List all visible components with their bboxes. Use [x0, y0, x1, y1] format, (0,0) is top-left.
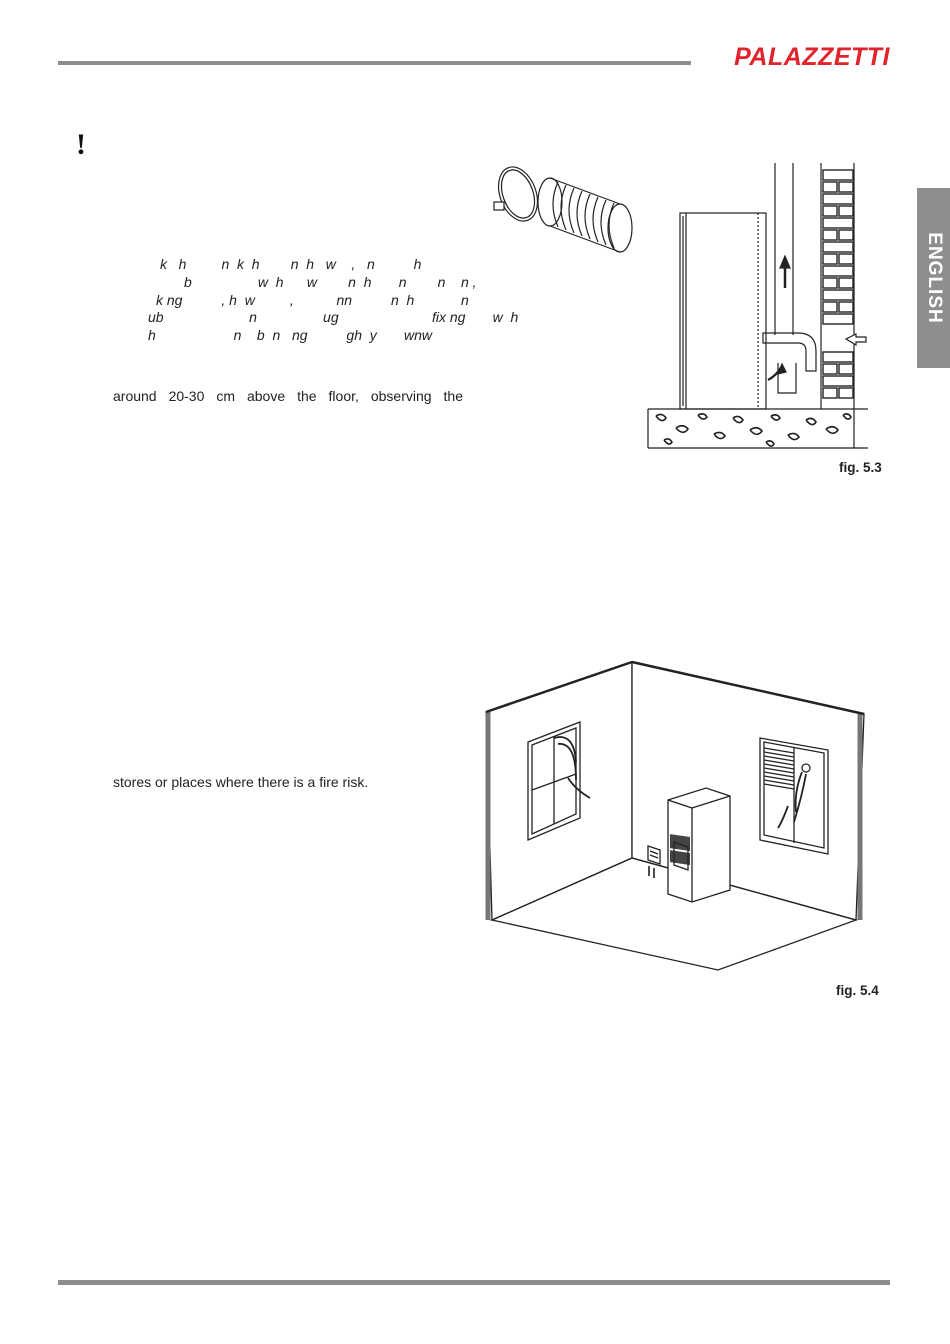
garbled-line: ub n ug fix ng w h — [148, 309, 519, 325]
garbled-line: k ng , h w , nn n h n — [156, 292, 469, 308]
garbled-line: b w h w n h n n n , — [184, 274, 477, 290]
warning-symbol: ! — [76, 128, 86, 161]
figure-5-4-caption: fig. 5.4 — [836, 983, 879, 998]
header-rule — [58, 61, 691, 65]
garbled-line: h n b n ng gh y wnw — [148, 327, 432, 343]
palazzetti-logo: PALAZZETTI — [734, 43, 890, 70]
floor-height-text: around 20-30 cm above the floor, observi… — [113, 388, 463, 404]
figure-5-4-illustration — [485, 660, 865, 971]
footer-rule — [58, 1280, 890, 1285]
svg-text:PALAZZETTI: PALAZZETTI — [734, 43, 890, 70]
garbled-line: k h n k h n h w , n h — [160, 256, 422, 272]
language-tab: ENGLISH — [917, 188, 950, 368]
fire-risk-text: stores or places where there is a fire r… — [113, 774, 369, 790]
language-tab-label: ENGLISH — [923, 232, 945, 324]
figure-5-3-illustration — [493, 163, 868, 449]
figure-5-3-caption: fig. 5.3 — [839, 460, 882, 475]
